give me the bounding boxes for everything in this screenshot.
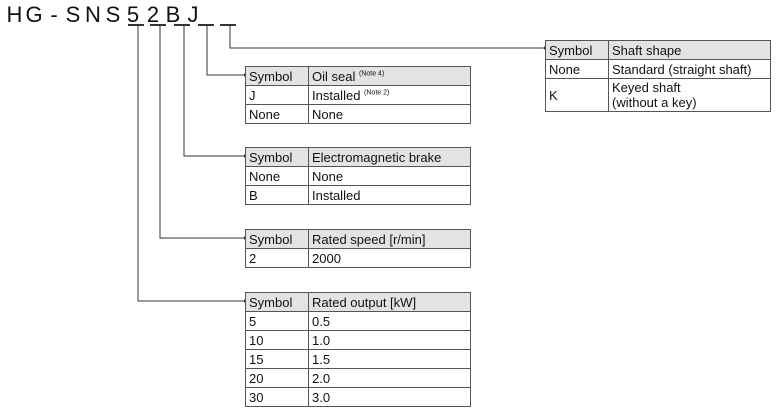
cell-value: Installed [312,87,361,103]
leader-brake [183,26,246,157]
note-ref: (Note 2) [364,89,390,97]
table-cell: None [545,59,609,79]
keyed-shaft-line: Keyed shaft [612,80,681,95]
leader-shaft [229,26,546,49]
table-header-cell: Electromagnetic brake [308,147,471,167]
shaft-shape-table: Symbol Shaft shape None Standard (straig… [545,40,771,112]
table-cell: 10 [245,330,309,350]
table-cell: Installed [308,185,471,205]
table-row: None None [245,166,471,186]
table-header-cell: Symbol [545,40,609,60]
rated-speed-table: Symbol Rated speed [r/min] 2 2000 [245,229,471,268]
table-cell: None [308,166,471,186]
table-cell: K [545,78,609,112]
table-cell: Standard (straight shaft) [608,59,771,79]
table-cell: None [245,104,309,124]
table-cell: J [245,85,309,105]
table-cell: 1.0 [308,330,471,350]
table-row: J Installed (Note 2) [245,85,471,105]
brake-table: Symbol Electromagnetic brake None None B… [245,147,471,205]
table-row: Symbol Rated speed [r/min] [245,229,471,249]
model-char: J [187,2,199,27]
model-char: B [165,2,181,27]
model-char: G [25,2,43,27]
table-row: 5 0.5 [245,311,471,331]
header-label: Oil seal [312,68,356,84]
table-header-cell: Symbol [245,147,309,167]
underline-output [128,24,144,26]
table-cell: Keyed shaft (without a key) [608,78,771,112]
oil-seal-table: Symbol Oil seal (Note 4) J Installed (No… [245,66,471,124]
table-cell: 15 [245,349,309,369]
table-cell: 3.0 [308,387,471,407]
table-row: 15 1.5 [245,349,471,369]
table-cell: 1.5 [308,349,471,369]
table-header-cell: Rated output [kW] [308,292,471,312]
model-char: H [6,2,23,27]
table-row: Symbol Rated output [kW] [245,292,471,312]
model-char: 2 [146,2,160,27]
table-cell: None [245,166,309,186]
note-ref: (Note 4) [358,70,385,78]
model-char: - [50,2,58,27]
table-header-cell: Rated speed [r/min] [308,229,471,249]
underline-speed [150,24,166,26]
model-char: 5 [126,2,140,27]
table-row: 30 3.0 [245,387,471,407]
table-header-cell: Symbol [245,292,309,312]
table-row: Symbol Shaft shape [545,40,771,60]
table-header-cell: Symbol [245,229,309,249]
model-char: S [65,2,81,27]
table-cell: B [245,185,309,205]
table-row: None None [245,104,471,124]
leader-output [137,26,246,302]
table-row: B Installed [245,185,471,205]
table-cell: 20 [245,368,309,388]
table-row: 20 2.0 [245,368,471,388]
underline-brake [174,24,190,26]
table-row: None Standard (straight shaft) [545,59,771,79]
model-char: N [85,2,101,27]
table-cell: None [308,104,471,124]
model-char: S [105,2,121,27]
table-row: K Keyed shaft (without a key) [545,78,771,112]
table-header-cell: Symbol [245,66,309,86]
underline-shaft [220,24,236,26]
table-cell: 0.5 [308,311,471,331]
underline-oil-seal [198,24,214,26]
table-cell: 2 [245,248,309,268]
leader-oil-seal [206,26,246,76]
table-header-cell: Shaft shape [608,40,771,60]
table-row: Symbol Oil seal (Note 4) [245,66,471,86]
leader-speed [159,26,246,239]
table-cell: 30 [245,387,309,407]
table-header-cell: Oil seal (Note 4) [308,66,471,86]
table-cell: 2000 [308,248,471,268]
table-row: Symbol Electromagnetic brake [245,147,471,167]
keyed-shaft-line: (without a key) [612,95,697,110]
table-row: 10 1.0 [245,330,471,350]
table-cell: 5 [245,311,309,331]
table-row: 2 2000 [245,248,471,268]
rated-output-table: Symbol Rated output [kW] 5 0.5 10 1.0 15… [245,292,471,407]
table-cell: Installed (Note 2) [308,85,471,105]
table-cell: 2.0 [308,368,471,388]
